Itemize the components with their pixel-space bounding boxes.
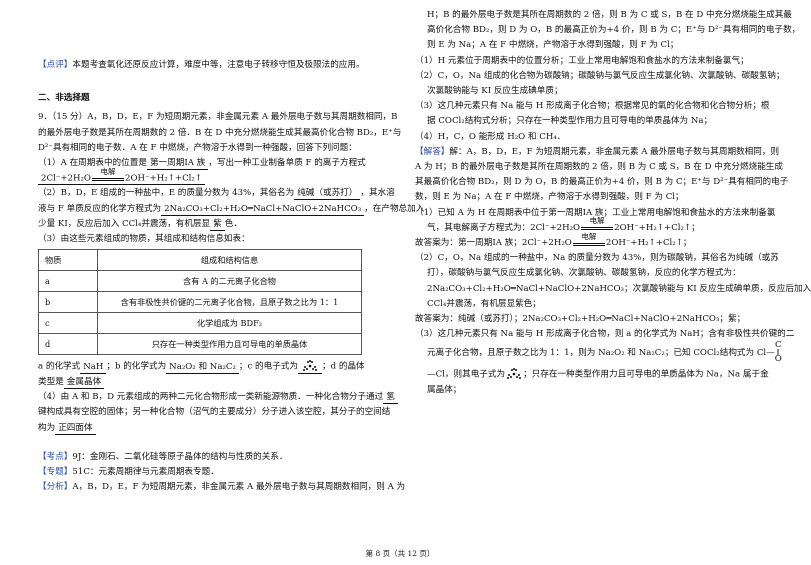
part4-line3: 构为正四面体 <box>38 421 398 436</box>
analysis-line: 高价化合物 BD₂，则 D 为 O，B 的最高正价为+4 价，则 B 为 C；E… <box>427 25 801 36</box>
solution-line: （3）这几种元素只有 Na 能与 H 形成离子化合物，则 a 的化学式为 NaH… <box>415 329 795 340</box>
solution-line: 故答案为：纯碱（或苏打）；2Na₂CO₃+Cl₂+H₂O═NaCl+NaClO+… <box>415 314 746 325</box>
table-header-cell: 组成和结构信息 <box>97 249 362 272</box>
electrolysis-arrow: 电解 <box>581 217 614 232</box>
zhuanti-line: 【专题】51C：元素周期律与元素周期表专题． <box>38 466 219 477</box>
solution-line: （1）已知 A 为 H 在周期表中位于第一周期ⅠA 族；工业上常用电解饱和食盐水… <box>415 207 776 218</box>
answer-blank: NaH <box>80 362 107 374</box>
comment-label: 【点评】 <box>38 60 73 70</box>
left-column: 【点评】本题考查氧化还原反应计算，难度中等，注意电子转移守恒及极限法的应用。 二… <box>38 0 425 495</box>
kaodian-label: 【考点】 <box>38 451 73 462</box>
part1-line: （1）A 在周期表中的位置是第一周期ⅠA 族，写出一种工业制备单质 F 的离子方… <box>38 158 366 171</box>
analysis-line: （4）H，C，O 能形成 H₂O 和 CH₄． <box>415 131 566 142</box>
answer-blank: 氢 <box>383 392 398 405</box>
answer-blank: 2Na₂CO₃+Cl₂+H₂O═NaCl+NaClO+2NaHCO₃ <box>161 204 365 216</box>
solution-line: A 为 H；B 的最外层电子数是其所在周期数的 2 倍，则 B 为 C 或 S，… <box>415 162 783 173</box>
solution-line: 属晶体； <box>427 385 462 396</box>
electron-formula-line: —Cl，则其电子式为；只存在一种类型作用力且可导电的单质晶体为 Na，Na 属于… <box>415 367 769 383</box>
carbonyl-structure: C‖O <box>774 340 782 365</box>
right-column: H；B 的最外层电子数是其所在周期数的 2 倍，则 B 为 C 或 S，B 在 … <box>415 0 811 398</box>
kaodian-line: 【考点】9J：金刚石、二氧化硅等原子晶体的结构与性质的关系． <box>38 451 288 462</box>
analysis-line: （2）C，O，Na 组成的化合物为碳酸钠；碳酸钠与氯气反应生成氯化钠、次氯酸钠、… <box>415 70 785 81</box>
fenxi-line: 【分析】A，B，D，E，F 为短周期元素，非金属元素 A 最外层电子数与其周期数… <box>38 482 406 493</box>
solution-line: 打），碳酸钠与氯气反应生成氯化钠、次氯酸钠、碳酸氢钠，反应的化学方程式为： <box>427 268 741 279</box>
structural-formula-line: 元离子化合物，且原子数之比为 1：1，则为 Na₂O₂ 和 Na₂C₂；已知 C… <box>427 340 782 365</box>
table-header-cell: 物质 <box>38 249 98 272</box>
solution-line: （2）C，O，Na 组成的一种盐中，Na 的质量分数为 43%，则为碳酸钠，其俗… <box>415 253 779 264</box>
analysis-line: 据 COCl₂结构式分析；只存在一种类型作用力且可导电的单质晶体为 Na； <box>427 116 713 127</box>
solution-line: 【解答】解：A，B，D，E，F 为短周期元素，非金属元素 A 最外层电子数与其周… <box>415 146 780 157</box>
part4-line1: （4）由 A 和 B，D 元素组成的两种二元化合物形成一类新能源物质．一种化合物… <box>38 390 398 405</box>
part2-line3: 少量 KI，反应后加入 CCl₄并震荡，有机层显紫色． <box>38 218 242 231</box>
comment-line: 【点评】本题考查氧化还原反应计算，难度中等，注意电子转移守恒及极限法的应用。 <box>38 60 365 70</box>
question-9-line1: 9．（15 分）A，B，D，E，F 为短周期元素，非金属元素 A 最外层电子数与… <box>38 112 398 123</box>
answer-blank: 正四面体 <box>55 423 96 435</box>
analysis-line: 次氯酸钠能与 KI 反应生成碘单质； <box>427 86 563 97</box>
analysis-line: （1）H 元素位于周期表中的位置分析；工业上常用电解饱和食盐水的方法来制备氯气； <box>415 55 749 66</box>
section-heading: 二、非选择题 <box>38 93 90 104</box>
electrolysis-arrow: 电解 <box>572 232 605 248</box>
page-footer: 第 8 页（共 12 页） <box>365 549 435 558</box>
part3-answer-line2: 类型是金属晶体 <box>38 375 398 390</box>
electron-formula-icon <box>303 360 318 372</box>
answer-blank <box>298 359 323 375</box>
part4-line2: 键构成具有空腔的固体；另一种化合物（沼气的主要成分）分子进入该空腔，其分子的空间… <box>38 407 391 418</box>
electron-formula-icon <box>507 368 522 380</box>
analysis-line: 则 E 为 Na；A 在 F 中燃烧，产物溶于水得到强酸，则 F 为 Cl； <box>427 40 679 51</box>
part3-line: （3）由这些元素组成的物质，其组成和结构信息如表： <box>38 234 250 245</box>
fenxi-label: 【分析】 <box>38 482 73 493</box>
analysis-line: H；B 的最外层电子数是其所在周期数的 2 倍，则 B 为 C 或 S，B 在 … <box>427 10 792 20</box>
solution-label: 【解答】 <box>415 146 450 157</box>
answer-blank: 第一周期ⅠA 族 <box>146 158 209 171</box>
answer-blank: 金属晶体 <box>63 377 105 389</box>
solution-line: CCl₄并震荡，有机层显紫色； <box>427 298 541 309</box>
answer-blank: 纯碱（或苏打） <box>294 188 361 201</box>
question-9-line2: 的最外层电子数是其所在周期数的 2 倍．B 在 D 中充分燃烧能生成其最高价化合… <box>38 127 402 138</box>
solution-line: 2Na₂CO₃+Cl₂+H₂O═NaCl+NaClO+2NaHCO₃；次氯酸钠能… <box>427 283 811 294</box>
electrolysis-arrow: 电解 <box>91 167 124 183</box>
question-9-line3: D²⁻具有相同的电子数．A 在 F 中燃烧，产物溶于水得到一种强酸，回答下列问题… <box>38 142 357 153</box>
analysis-line: （3）这几种元素只有 Na 能与 H 形成离子化合物；根据常见的氧的化合物和化合… <box>415 101 770 112</box>
solution-line: 其最高价化合物 BD₂，则 D 为 O，B 的最高正价为+4 价，则 B 为 C… <box>415 177 789 188</box>
answer-blank: 紫 <box>210 219 225 231</box>
answer-blank: Na₂O₂ 和 Na₂C₂ <box>166 362 239 374</box>
table-header-row: 物质 组成和结构信息 <box>38 249 362 272</box>
zhuanti-label: 【专题】 <box>38 466 73 477</box>
solution-line: 数，则 E 为 Na；A 在 F 中燃烧，产物溶于水得到强酸，则 F 为 Cl； <box>415 192 684 203</box>
part2-line1: （2）B，D，E 组成的一种盐中，E 的质量分数为 43%，其俗名为纯碱（或苏打… <box>38 188 395 201</box>
